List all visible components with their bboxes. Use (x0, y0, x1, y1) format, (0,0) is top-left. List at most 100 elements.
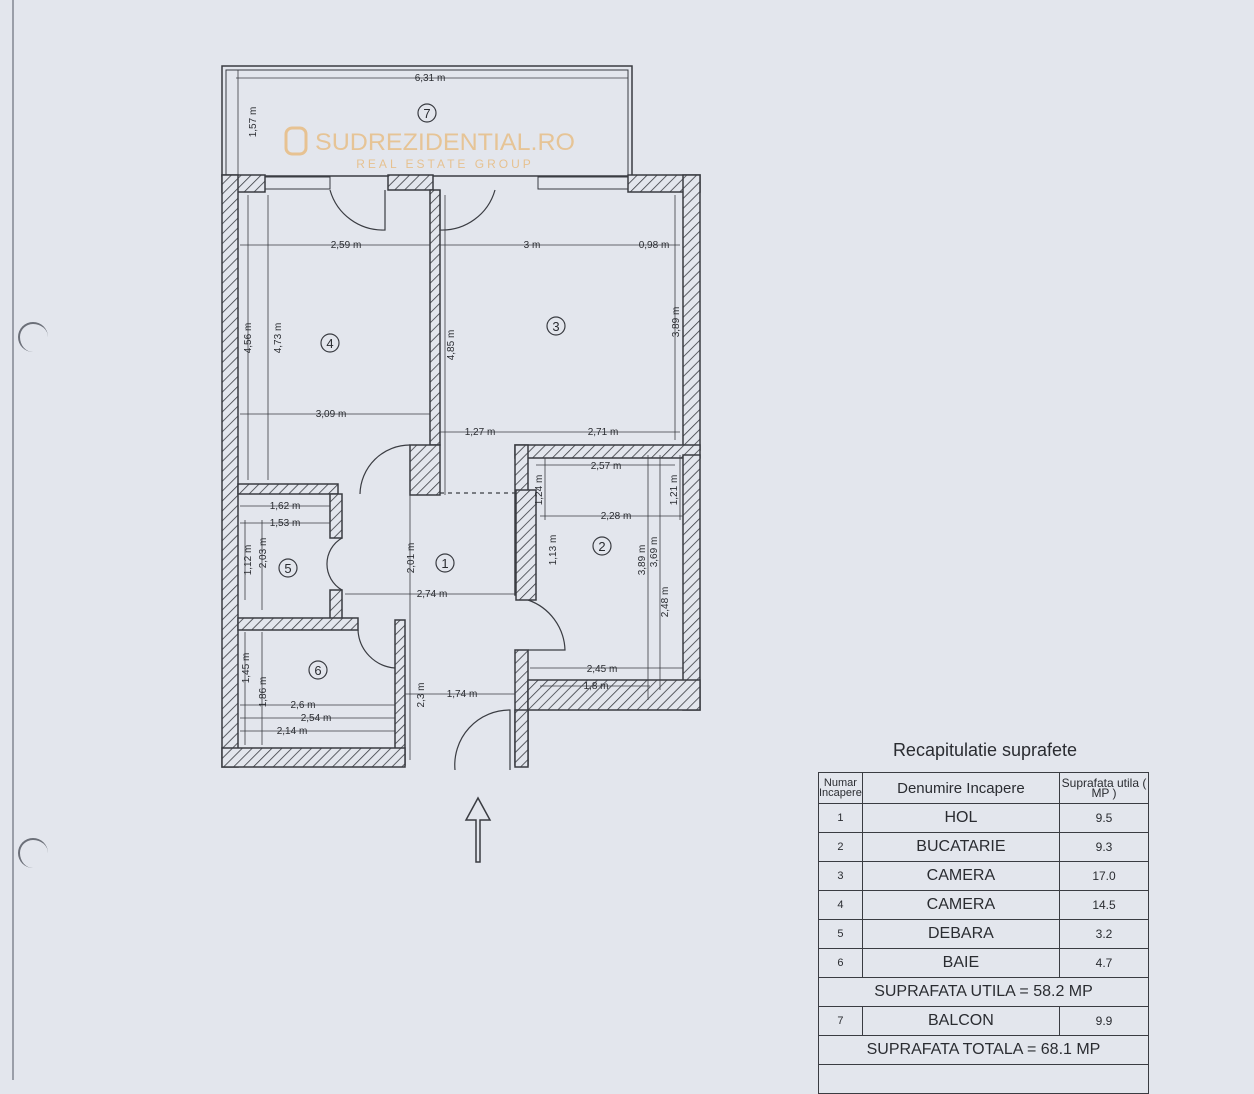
room-number: 2 (598, 539, 605, 554)
name: BUCATARIE (861, 832, 1061, 862)
r3-width: 3 m (524, 240, 541, 251)
room-6-marker (308, 660, 328, 680)
name: CAMERA (861, 861, 1061, 891)
k-w2: 2,28 m (601, 511, 632, 522)
room-4-marker (320, 333, 340, 353)
room-2-marker (592, 536, 612, 556)
area: 4.7 (1059, 948, 1149, 978)
k-w4: 1,8 m (583, 681, 608, 692)
r4-width-top: 2,59 m (331, 240, 362, 251)
hall-w2: 1,74 m (447, 689, 478, 700)
area: 17.0 (1059, 861, 1149, 891)
number: 3 (818, 861, 863, 891)
walls (221, 174, 701, 768)
dimension-lines (236, 70, 683, 760)
r4-h2: 4,73 m (273, 323, 284, 354)
windows (264, 176, 629, 190)
name: BALCON (861, 1006, 1061, 1036)
room-1-marker (435, 553, 455, 573)
number: 7 (818, 1006, 863, 1036)
b-h1: 1,45 m (241, 653, 252, 684)
k-h3: 1,13 m (548, 535, 559, 566)
doors (326, 189, 566, 771)
area: 9.5 (1059, 803, 1149, 833)
balcony-depth: 1,57 m (248, 107, 259, 138)
area: 3.2 (1059, 919, 1149, 949)
room-number: 1 (441, 556, 448, 571)
usable-total-row: SUPRAFATA UTILA = 58.2 MP (818, 977, 1149, 1007)
r4-h3: 4,85 m (446, 330, 457, 361)
hall-top2: 2,71 m (588, 427, 619, 438)
room-7-marker (417, 103, 437, 123)
watermark-brand: SUDREZIDENTIAL.RO (315, 129, 575, 156)
d-w1: 1,62 m (270, 501, 301, 512)
r4-width-bottom: 3,09 m (316, 409, 347, 420)
room-number: 6 (314, 663, 321, 678)
number: 2 (818, 832, 863, 862)
number: 5 (818, 919, 863, 949)
header-area: Suprafata utila ( MP ) (1059, 772, 1149, 804)
hall-w: 2,74 m (417, 589, 448, 600)
k-w1: 2,57 m (591, 461, 622, 472)
area-summary-table: Numar Incapere Denumire Incapere Suprafa… (818, 772, 1149, 1094)
area: 9.3 (1059, 832, 1149, 862)
area: 14.5 (1059, 890, 1149, 920)
hall-top1: 1,27 m (465, 427, 496, 438)
r3-right: 0,98 m (639, 240, 670, 251)
table-row-cut-off (818, 1064, 1149, 1094)
k-h2: 1,21 m (669, 475, 680, 506)
number: 4 (818, 890, 863, 920)
b-w3: 2,14 m (277, 726, 308, 737)
hall-h2: 2,3 m (416, 682, 427, 707)
room-number: 7 (423, 106, 430, 121)
k-h4: 3,89 m (637, 545, 648, 576)
d-h1: 1,12 m (243, 545, 254, 576)
number: 1 (818, 803, 863, 833)
punch-hole (18, 322, 48, 352)
k-h1: 1,24 m (534, 475, 545, 506)
d-h2: 2,03 m (258, 538, 269, 569)
recap-title: Recapitulatie suprafete (892, 740, 1078, 760)
r4-h1: 4,56 m (243, 323, 254, 354)
b-w2: 2,54 m (301, 713, 332, 724)
name: HOL (861, 803, 1061, 833)
watermark-logo-icon (284, 126, 308, 156)
b-w1: 2,6 m (290, 700, 315, 711)
d-w2: 1,53 m (270, 518, 301, 529)
watermark-tagline: REAL ESTATE GROUP (356, 157, 533, 171)
room-number: 4 (326, 336, 333, 351)
k-h6: 2,48 m (660, 587, 671, 618)
usable-total: SUPRAFATA UTILA = 58.2 MP (818, 977, 1149, 1007)
entrance-arrow-icon (464, 796, 492, 863)
r3-h: 3,89 m (671, 307, 682, 338)
area: 9.9 (1059, 1006, 1149, 1036)
table-header: Numar Incapere Denumire Incapere Suprafa… (818, 772, 1149, 804)
sheet-edge (12, 0, 14, 1080)
hall-h: 2,01 m (406, 543, 417, 574)
number: 6 (818, 948, 863, 978)
room-number: 3 (552, 319, 559, 334)
room-number: 5 (284, 561, 291, 576)
name: BAIE (861, 948, 1061, 978)
empty-cell (818, 1064, 1149, 1094)
grand-total: SUPRAFATA TOTALA = 68.1 MP (818, 1035, 1149, 1065)
b-h2: 1,86 m (258, 677, 269, 708)
watermark: SUDREZIDENTIAL.RO REAL ESTATE GROUP (284, 126, 575, 171)
room-3-marker (546, 316, 566, 336)
name: CAMERA (861, 890, 1061, 920)
header-number: Numar Incapere (818, 772, 863, 804)
room-5-marker (278, 558, 298, 578)
balcony-width: 6,31 m (415, 73, 446, 84)
grand-total-row: SUPRAFATA TOTALA = 68.1 MP (818, 1035, 1149, 1065)
k-w3: 2,45 m (587, 664, 618, 675)
dimension-labels: 6,31 m 1,57 m 2,59 m 3 m 0,98 m 4,56 m 4… (241, 73, 682, 737)
name: DEBARA (861, 919, 1061, 949)
